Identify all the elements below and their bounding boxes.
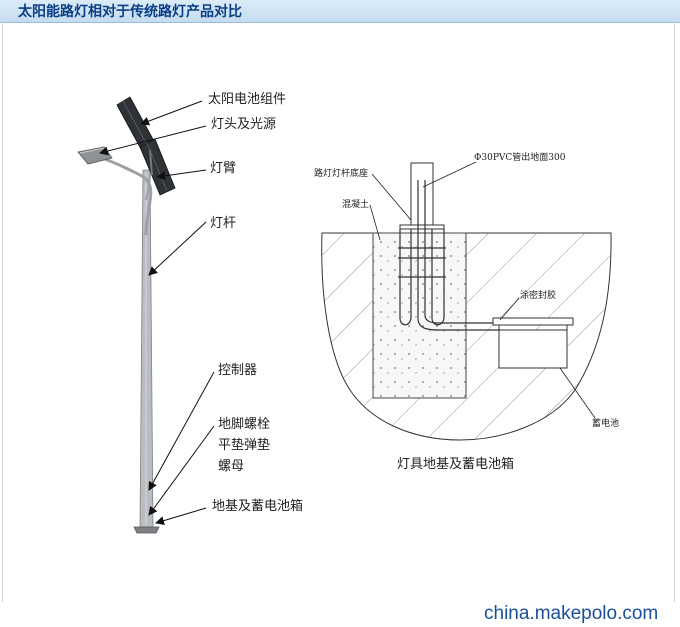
label-washer: 平垫弹垫 — [218, 437, 270, 453]
label-pole: 灯杆 — [210, 216, 236, 231]
label-lamp-head: 灯头及光源 — [211, 117, 276, 132]
label-anchor-bolt: 地脚螺栓 — [218, 416, 270, 432]
frame-border-left — [2, 22, 3, 602]
label-pvc-pipe: Φ30PVC管出地面300 — [474, 151, 566, 163]
label-controller: 控制器 — [218, 363, 257, 378]
frame-border-right — [674, 22, 675, 602]
foundation-section: 路灯灯杆底座 Φ30PVC管出地面300 混凝土 涂密封胶 蓄电池 灯具地基及蓄… — [314, 151, 619, 472]
lamp-arm — [95, 154, 153, 236]
pole-base-plate — [133, 526, 160, 534]
label-concrete: 混凝土 — [342, 198, 369, 210]
solar-panel-lower — [139, 138, 176, 196]
header-bar: 太阳能路灯相对于传统路灯产品对比 — [0, 0, 680, 23]
label-nut: 螺母 — [218, 459, 244, 474]
pole-stub — [410, 162, 434, 226]
label-lamp-arm: 灯臂 — [210, 161, 236, 176]
solar-street-lamp: 太阳电池组件 灯头及光源 灯臂 灯杆 控制器 地脚螺栓 平垫弹垫 螺母 地基及蓄… — [77, 92, 303, 534]
battery-box — [498, 329, 568, 369]
pvc-pipe — [417, 180, 500, 331]
foundation-caption: 灯具地基及蓄电池箱 — [397, 456, 514, 472]
label-solar-panel: 太阳电池组件 — [208, 92, 286, 107]
label-foundation: 地基及蓄电池箱 — [212, 498, 303, 514]
label-battery: 蓄电池 — [592, 417, 619, 429]
page-title: 太阳能路灯相对于传统路灯产品对比 — [18, 4, 242, 20]
label-pole-base: 路灯灯杆底座 — [314, 167, 368, 179]
watermark: china.makepolo.com — [484, 603, 659, 624]
label-sealant: 涂密封胶 — [520, 289, 556, 301]
